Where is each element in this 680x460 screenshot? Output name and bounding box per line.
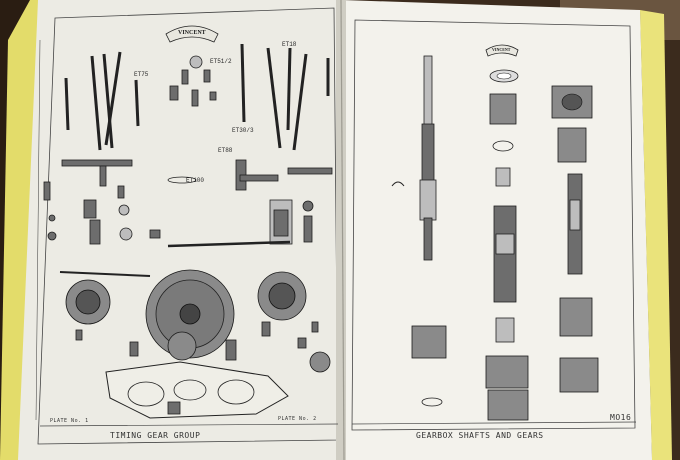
left-caption: TIMING GEAR GROUP — [110, 431, 200, 440]
left-yellow-edge — [0, 0, 40, 460]
label-et51: ET51/2 — [210, 58, 232, 65]
label-et18: ET18 — [282, 41, 297, 48]
spine-crease — [340, 0, 345, 460]
timing-rod — [167, 240, 291, 248]
label-et100: ET100 — [186, 177, 204, 184]
oil-pipe — [59, 271, 151, 277]
left-part-labels: ET51/2 ET30/3 ET18 ET100 ET88 ET75 — [134, 41, 297, 184]
gearbox-gears — [411, 85, 599, 421]
rocker-parts — [169, 55, 217, 107]
pushrods — [64, 43, 330, 151]
right-page-border — [351, 19, 636, 431]
lower-parts — [75, 321, 319, 361]
left-page-margin — [35, 39, 41, 421]
left-brand-badge: VINCENT — [165, 25, 219, 43]
circlip — [391, 181, 405, 187]
timing-gears — [65, 269, 331, 373]
label-et75: ET75 — [134, 71, 149, 78]
timing-cover-plate — [105, 361, 289, 419]
rocker-arms — [61, 159, 333, 191]
right-brand-text: VINCENT — [492, 47, 511, 52]
right-corner-note: PLATE No. 2 — [278, 416, 317, 422]
left-brand-text: VINCENT — [178, 30, 206, 36]
left-corner-note: PLATE No. 1 — [50, 418, 89, 424]
label-et30: ET30/3 — [232, 127, 254, 134]
plate-id: MO16 — [610, 413, 631, 422]
right-brand-badge: VINCENT — [485, 44, 519, 57]
layshaft-components — [489, 69, 519, 343]
book-spine — [336, 0, 346, 460]
small-components — [43, 181, 314, 245]
label-et88: ET88 — [218, 147, 233, 154]
left-page — [18, 0, 345, 460]
mainshaft — [419, 55, 437, 261]
right-yellow-edge — [640, 10, 672, 460]
left-caption-rule — [39, 423, 339, 427]
right-caption-rule — [351, 421, 637, 425]
right-caption: GEARBOX SHAFTS AND GEARS — [416, 431, 544, 440]
